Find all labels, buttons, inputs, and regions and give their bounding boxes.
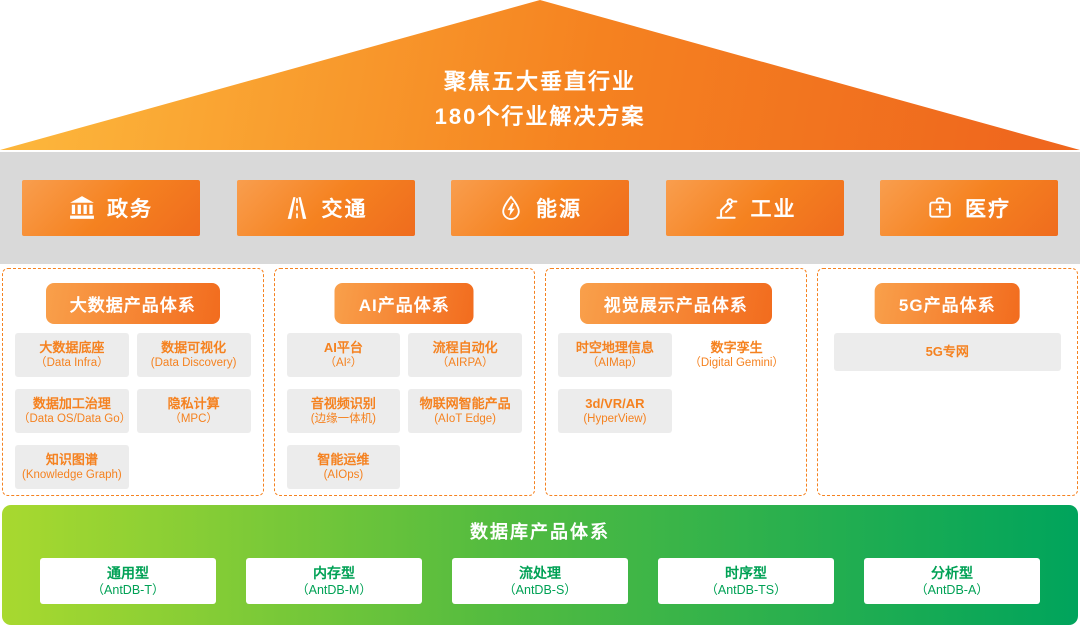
industry-item-traffic: 交通 bbox=[236, 180, 415, 236]
database-item: 通用型 （AntDB-T） bbox=[40, 558, 216, 604]
product-item-name: 智能运维 bbox=[317, 451, 370, 467]
column-items: 大数据底座 （Data Infra） 数据可视化 (Data Discovery… bbox=[15, 333, 251, 489]
product-item: 知识图谱 (Knowledge Graph) bbox=[15, 445, 129, 489]
product-item: 3d/VR/AR (HyperView) bbox=[558, 389, 672, 433]
database-title: 数据库产品体系 bbox=[470, 522, 610, 542]
product-item-name: 5G专网 bbox=[925, 344, 969, 360]
database-item-sub: （AntDB-TS） bbox=[705, 582, 787, 597]
product-item: 数字孪生 （Digital Gemini） bbox=[680, 333, 794, 377]
database-item: 时序型 （AntDB-TS） bbox=[658, 558, 834, 604]
product-item: 智能运维 (AIOps) bbox=[286, 445, 401, 489]
product-item-sub: （Data OS/Data Go） bbox=[18, 413, 132, 426]
industry-label: 能源 bbox=[536, 198, 582, 221]
product-item-name: 数据可视化 bbox=[161, 339, 227, 355]
industry-label: 政务 bbox=[107, 198, 153, 221]
product-item-sub: （Data Infra） bbox=[35, 357, 109, 370]
product-item: 流程自动化 （AIRPA） bbox=[408, 333, 522, 377]
medical-icon bbox=[927, 195, 953, 221]
database-item-sub: （AntDB-M） bbox=[296, 582, 372, 597]
database-item: 分析型 （AntDB-A） bbox=[864, 558, 1040, 604]
database-item-sub: （AntDB-S） bbox=[503, 582, 577, 597]
product-item-name: 3d/VR/AR bbox=[585, 395, 645, 411]
database-item: 内存型 （AntDB-M） bbox=[246, 558, 422, 604]
product-item-sub: (边缘一体机) bbox=[310, 413, 376, 426]
product-item-sub: （MPC） bbox=[169, 413, 218, 426]
roof-banner: 聚焦五大垂直行业 180个行业解决方案 bbox=[0, 0, 1080, 150]
column-visual: 视觉展示产品体系 时空地理信息 （AIMap） 数字孪生 （Digital Ge… bbox=[545, 268, 807, 496]
product-item: 数据可视化 (Data Discovery) bbox=[136, 333, 251, 377]
government-icon bbox=[69, 195, 95, 221]
product-item: AI平台 （AI²） bbox=[286, 333, 401, 377]
database-item-name: 通用型 bbox=[107, 564, 149, 581]
roof-title-line2: 180个行业解决方案 bbox=[434, 103, 646, 129]
product-item-name: 数据加工治理 bbox=[32, 395, 111, 411]
product-item-name: AI平台 bbox=[323, 339, 363, 355]
product-item-name: 物联网智能产品 bbox=[419, 395, 511, 411]
traffic-icon bbox=[284, 195, 310, 221]
product-item: 数据加工治理 （Data OS/Data Go） bbox=[15, 389, 132, 433]
product-item-sub: (Knowledge Graph) bbox=[22, 469, 122, 482]
product-item-sub: （AIMap） bbox=[586, 357, 643, 370]
column-items: AI平台 （AI²） 流程自动化 （AIRPA） 音视频识别 (边缘一体机) 物… bbox=[286, 333, 522, 489]
database-items: 通用型 （AntDB-T） 内存型 （AntDB-M） 流处理 （AntDB-S… bbox=[2, 544, 1078, 604]
database-item-name: 分析型 bbox=[931, 564, 973, 581]
column-title-pill: 视觉展示产品体系 bbox=[579, 283, 772, 324]
database-item-sub: （AntDB-T） bbox=[91, 582, 165, 597]
industry-label: 医疗 bbox=[965, 198, 1011, 221]
product-item: 时空地理信息 （AIMap） bbox=[558, 333, 672, 377]
product-item-sub: (Data Discovery) bbox=[150, 357, 237, 370]
product-item-name: 音视频识别 bbox=[310, 395, 376, 411]
product-item-name: 隐私计算 bbox=[167, 395, 220, 411]
industry-icon bbox=[713, 195, 739, 221]
column-title-pill: 5G产品体系 bbox=[874, 283, 1020, 324]
database-item-name: 流处理 bbox=[519, 564, 561, 581]
energy-icon bbox=[498, 195, 524, 221]
product-item-name: 知识图谱 bbox=[45, 451, 98, 467]
product-item-sub: （AI²） bbox=[324, 357, 363, 370]
database-item-name: 内存型 bbox=[313, 564, 355, 581]
product-item: 大数据底座 （Data Infra） bbox=[15, 333, 129, 377]
industry-band: 政务 交通 能源 bbox=[0, 152, 1080, 264]
column-bigdata: 大数据产品体系 大数据底座 （Data Infra） 数据可视化 (Data D… bbox=[2, 268, 264, 496]
product-item-name: 数字孪生 bbox=[710, 339, 763, 355]
product-item: 隐私计算 （MPC） bbox=[136, 389, 251, 433]
database-item-sub: （AntDB-A） bbox=[915, 582, 989, 597]
industry-label: 交通 bbox=[321, 198, 368, 221]
industry-label: 工业 bbox=[750, 198, 797, 221]
database-item: 流处理 （AntDB-S） bbox=[452, 558, 628, 604]
product-item-sub: (HyperView) bbox=[583, 413, 647, 426]
product-item-name: 大数据底座 bbox=[39, 339, 105, 355]
database-bar: 数据库产品体系 通用型 （AntDB-T） 内存型 （AntDB-M） 流处理 … bbox=[2, 505, 1078, 625]
product-item-sub: (AIoT Edge) bbox=[434, 413, 497, 426]
column-items: 时空地理信息 （AIMap） 数字孪生 （Digital Gemini） 3d/… bbox=[558, 333, 794, 433]
column-5g: 5G产品体系 5G专网 bbox=[816, 268, 1078, 496]
product-item-sub: （Digital Gemini） bbox=[689, 357, 784, 370]
column-ai: AI产品体系 AI平台 （AI²） 流程自动化 （AIRPA） 音视频识别 (边… bbox=[273, 268, 535, 496]
product-columns: 大数据产品体系 大数据底座 （Data Infra） 数据可视化 (Data D… bbox=[0, 268, 1080, 496]
database-item-name: 时序型 bbox=[725, 564, 767, 581]
product-item-name: 流程自动化 bbox=[432, 339, 498, 355]
product-item-name: 时空地理信息 bbox=[575, 339, 654, 355]
product-item: 5G专网 bbox=[833, 333, 1061, 371]
column-title-pill: 大数据产品体系 bbox=[45, 283, 220, 324]
roof-title-line1: 聚焦五大垂直行业 bbox=[443, 68, 636, 94]
product-item-sub: （AIRPA） bbox=[436, 357, 494, 370]
industry-item-government: 政务 bbox=[22, 180, 200, 236]
industry-item-energy: 能源 bbox=[451, 180, 629, 236]
column-title-pill: AI产品体系 bbox=[334, 283, 474, 324]
product-item-sub: (AIOps) bbox=[323, 469, 364, 482]
product-item: 物联网智能产品 (AIoT Edge) bbox=[408, 389, 522, 433]
industry-item-industry: 工业 bbox=[665, 180, 844, 236]
industry-item-medical: 医疗 bbox=[880, 180, 1058, 236]
column-items: 5G专网 bbox=[830, 333, 1066, 371]
product-item: 音视频识别 (边缘一体机) bbox=[286, 389, 401, 433]
